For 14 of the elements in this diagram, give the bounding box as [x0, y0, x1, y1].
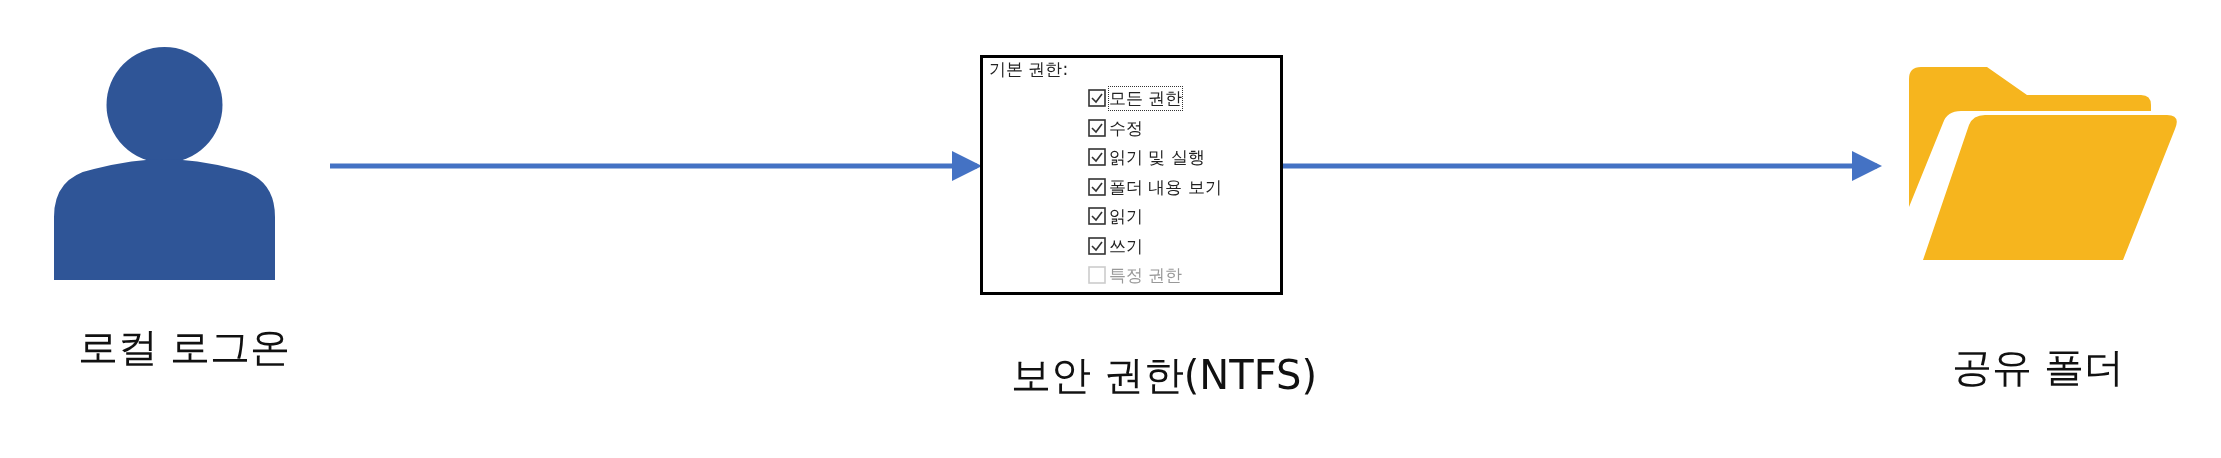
permission-label: 읽기 — [1109, 205, 1143, 228]
permission-label: 모든 권한 — [1109, 87, 1183, 110]
node-label: 로컬 로그온 — [77, 323, 291, 372]
arrow — [1283, 151, 1882, 181]
permissions-panel — [980, 55, 1283, 295]
panel-heading: 기본 권한: — [989, 58, 1069, 81]
permission-label: 폴더 내용 보기 — [1109, 175, 1222, 199]
permission-label: 쓰기 — [1109, 234, 1143, 258]
node-label: 보안 권한(NTFS) — [1011, 351, 1317, 400]
node-label: 공유 폴더 — [1951, 343, 2125, 392]
permission-label: 특정 권한 — [1109, 264, 1183, 287]
permission-label: 수정 — [1109, 116, 1143, 140]
arrow — [330, 151, 982, 181]
permission-label: 읽기 및 실행 — [1109, 146, 1205, 169]
